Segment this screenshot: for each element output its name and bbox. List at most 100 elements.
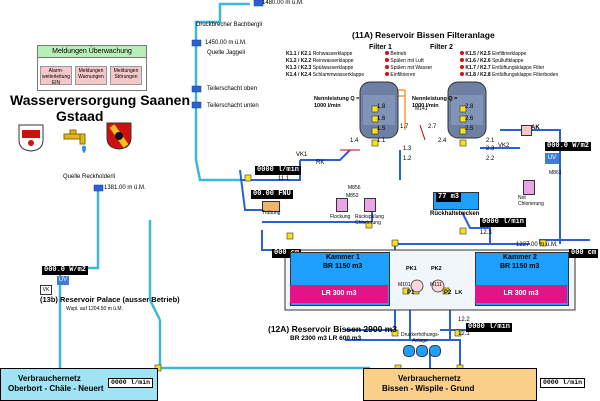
vk1-label: VK1: [296, 152, 308, 158]
valve-2-2[interactable]: 2.2: [486, 156, 495, 162]
pressure-vessel-1-icon[interactable]: [403, 345, 415, 357]
filter1-rate: Nennleistung Q = 1000 l/min: [314, 96, 360, 109]
valve-2-3[interactable]: 2.3: [486, 146, 495, 152]
vk2-label: VK2: [498, 143, 510, 149]
elevation-label-top: 1480.00 m ü.M.: [262, 0, 304, 6]
filter1-title: Filter 1: [369, 44, 392, 51]
valve-2-4[interactable]: 2.4: [438, 138, 447, 144]
network-right-title: Verbrauchernetz: [398, 374, 461, 383]
reservoir-subtitle: BR 2300 m3 LR 600 m3: [290, 335, 362, 342]
k1-lr: LR 300 m3: [290, 285, 388, 303]
turbidity-label: Trübung: [262, 210, 281, 216]
pressure-station-label: Druckerhöhungs-Anlage: [401, 332, 440, 344]
brand-title-line2: Gstaad: [56, 108, 104, 124]
pump-p1[interactable]: P1: [407, 290, 415, 296]
crest-bern-icon: [106, 122, 132, 150]
palace-title: (13b) Reservoir Palace (ausser Betrieb): [40, 295, 180, 304]
k1-level-readout: 000 cm: [272, 249, 302, 258]
filter-vessel-2: [447, 81, 487, 139]
flow-out-sub2: 12.1: [458, 331, 470, 337]
valve-2-6[interactable]: 2.6: [465, 116, 474, 122]
valve-1-1[interactable]: 1.1: [377, 138, 386, 144]
flow-out-readout: 0000 l/min: [466, 323, 513, 332]
valve-2-5[interactable]: 2.5: [465, 126, 474, 132]
flockung-tank-icon[interactable]: [336, 198, 348, 212]
valve-2-8[interactable]: 2.8: [465, 104, 474, 110]
faults-button[interactable]: Meldungen Störungen: [110, 66, 142, 85]
reservoir-title: (12A) Reservoir Bissen 2900 m3: [268, 324, 397, 334]
notchlor-tank-icon[interactable]: [523, 180, 535, 195]
water-tap-icon: [63, 129, 86, 153]
flow-mid-sub: 12.3: [480, 230, 492, 236]
palace-uv-box[interactable]: UV: [57, 276, 69, 285]
elevation-label-reckholderli: 1381.00 m ü.M.: [104, 185, 146, 191]
valve-1-6[interactable]: 1.6: [377, 116, 386, 122]
turbidity-sensor-icon[interactable]: [262, 201, 280, 212]
m853-label: M853: [346, 193, 359, 199]
m111-label: M111: [430, 282, 442, 288]
ak-valve-icon[interactable]: [521, 125, 532, 136]
alarm-forward-button[interactable]: Alarm-weiterleitung EIN: [40, 66, 72, 86]
chlorination-tank-icon[interactable]: [364, 198, 376, 212]
flockung-label: Flockung: [330, 214, 351, 220]
m141-label: M141: [415, 106, 428, 112]
palace-uv-readout: 000.0 W/m2: [42, 266, 89, 275]
pk2-label: PK2: [431, 266, 442, 272]
flow-in-sub: 11.1: [278, 176, 290, 182]
crest-saanen-icon: [18, 124, 44, 152]
k1-volume: BR 1150 m3: [323, 263, 363, 270]
flow-out-sub1: 12.2: [458, 317, 470, 323]
k2-name: Kammer 2: [503, 254, 537, 261]
pump-p2[interactable]: P2: [444, 290, 452, 296]
flow-in-readout: 0000 l/min: [255, 166, 302, 175]
pressure-vessel-2-icon[interactable]: [416, 345, 428, 357]
filter-vessel-1: [359, 81, 399, 139]
lk-label: LK: [455, 290, 463, 296]
filter2-title: Filter 2: [430, 44, 453, 51]
network-left-flow: 0000 l/min: [108, 378, 154, 388]
label-quelle-jaggeli: Quelle Jaggeli: [207, 50, 246, 56]
uv-readout: 000.0 W/m2: [545, 142, 592, 151]
elevation-label-jaggeli: 1450.00 m ü.M.: [205, 40, 247, 46]
brand-title-line1: Wasserversorgung Saanen: [10, 92, 190, 108]
label-teilerschacht-oben: Teilerschacht oben: [207, 86, 258, 92]
ak-label: AK: [531, 125, 540, 131]
pk1-label: PK1: [406, 266, 417, 272]
pressure-vessel-3-icon[interactable]: [429, 345, 441, 357]
valve-1-2[interactable]: 1.2: [403, 156, 412, 162]
ruckhaltebecken-label: Rückhaltebecken: [430, 211, 480, 217]
palace-vk-box[interactable]: VK: [40, 285, 52, 295]
network-left-title: Verbrauchernetz: [18, 374, 81, 383]
label-quelle-reckholderli: Quelle Reckholderli: [63, 174, 116, 180]
reservoir-elevation: 1227.00 m ü.M.: [516, 242, 558, 248]
warnings-button[interactable]: Meldungen Warnungen: [75, 66, 107, 85]
filter2-rate: Nennleistung Q = 1000 l/min: [412, 96, 458, 109]
network-right-sub: Bissen - Wispile - Grund: [382, 384, 475, 393]
label-druckbrecher: Druckbrecher Bachbergli: [196, 22, 263, 28]
m861-label: M861: [549, 170, 562, 176]
uv-box[interactable]: UV: [545, 153, 559, 164]
m856-label: M856: [348, 185, 361, 191]
legend-left: K1.1 / K2.1 Rohwasserklappe K1.2 / K2.2 …: [286, 51, 365, 78]
valve-2-7[interactable]: 2.7: [428, 124, 437, 130]
m101-label: M101: [398, 282, 411, 288]
valve-1-7[interactable]: 1.7: [400, 124, 409, 130]
k2-volume: BR 1150 m3: [500, 263, 540, 270]
ruckspulung-label: Rückspülung Chlorierung: [355, 214, 384, 226]
valve-2-1[interactable]: 2.1: [486, 138, 495, 144]
ruckhaltebecken-level: 77 m3: [436, 193, 462, 202]
valve-1-4[interactable]: 1.4: [350, 138, 359, 144]
k1-name: Kammer 1: [326, 254, 360, 261]
valve-1-5[interactable]: 1.5: [377, 126, 386, 132]
network-right-flow: 0000 l/min: [540, 378, 586, 388]
valve-1-8[interactable]: 1.8: [377, 104, 386, 110]
k2-lr: LR 300 m3: [475, 285, 567, 303]
network-left-sub: Oberbort - Chäle - Neuert: [8, 384, 104, 393]
rk-label: RK: [316, 160, 325, 166]
flow-mid-readout: 0000 l/min: [480, 218, 527, 227]
palace-elevation: Wspl. auf 1204.50 m ü.M.: [66, 306, 123, 312]
k2-level-readout: 000 cm: [569, 249, 599, 258]
valve-1-3[interactable]: 1.3: [403, 146, 412, 152]
label-teilerschacht-unten: Teilerschacht unten: [207, 103, 259, 109]
turbidity-readout: 00.00 FNU: [251, 190, 293, 199]
